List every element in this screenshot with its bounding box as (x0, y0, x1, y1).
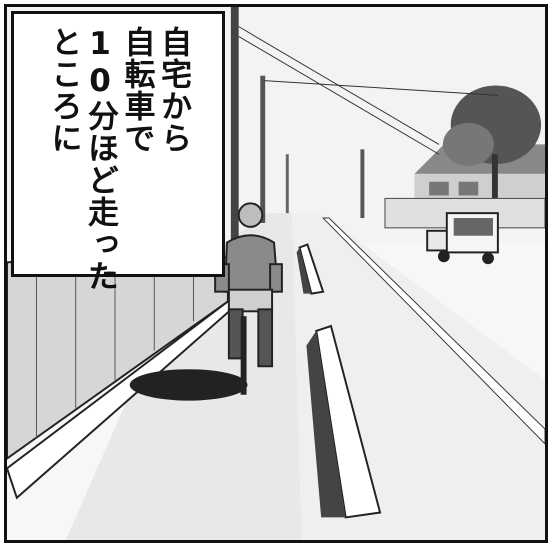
utility-pole (360, 149, 365, 219)
caption-line-2: 自転車で (118, 26, 155, 154)
caption-line-4: ところに (45, 26, 82, 154)
road-divider-block (306, 324, 382, 519)
caption-line-3: 10分ほど走った (82, 26, 118, 292)
street-scene (7, 7, 545, 540)
utility-pole (285, 154, 289, 214)
lane-line (321, 217, 545, 445)
utility-pole (230, 7, 239, 253)
power-wire (264, 80, 498, 96)
caption-line-1: 自宅から (155, 26, 192, 154)
road-divider-block (296, 243, 325, 295)
parked-kei-truck (426, 212, 499, 265)
power-wire (238, 36, 440, 155)
manga-panel: 自宅から 自転車で 10分ほど走った ところに (4, 4, 548, 543)
tree (442, 85, 542, 233)
utility-pole (260, 75, 266, 223)
cyclist-figure (214, 202, 283, 395)
caption-box: 自宅から 自転車で 10分ほど走った ところに (11, 11, 225, 292)
cyclist-shadow (129, 369, 248, 401)
